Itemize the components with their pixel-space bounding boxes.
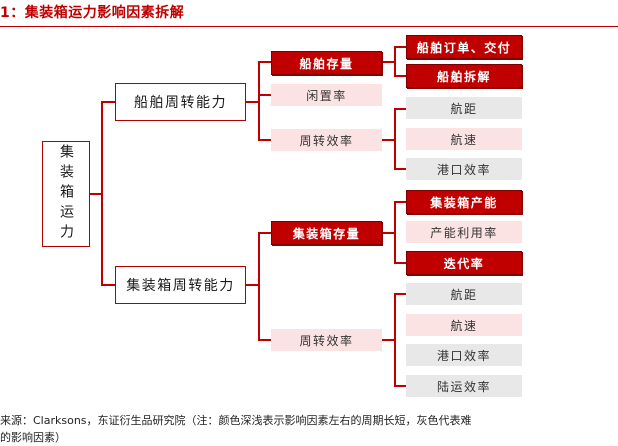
connector-line: [394, 46, 406, 48]
node-sailing-speed: 航速: [406, 128, 522, 150]
connector-line: [382, 232, 395, 234]
node-capacity-utilization: 产能利用率: [406, 221, 522, 243]
node-idle-rate: 闲置率: [271, 84, 382, 106]
node-ship-orders-delivery: 船舶订单、交付: [406, 35, 522, 59]
connector-line: [394, 168, 406, 170]
node-route-distance-2: 航距: [406, 283, 522, 305]
connector-line: [394, 262, 406, 264]
node-land-transport-efficiency: 陆运效率: [406, 375, 522, 397]
node-ship-stock: 船舶存量: [271, 51, 382, 75]
connector-line: [382, 339, 395, 341]
connector-line: [258, 139, 271, 141]
node-container-stock: 集装箱存量: [271, 221, 382, 245]
node-ship-scrapping: 船舶拆解: [406, 64, 522, 88]
connector-line: [394, 293, 406, 295]
node-turnover-efficiency-2: 周转效率: [271, 329, 382, 351]
connector-line: [382, 61, 395, 63]
connector-line: [394, 108, 406, 110]
node-port-efficiency-2: 港口效率: [406, 344, 522, 366]
connector-line: [394, 46, 396, 76]
connector-line: [246, 284, 259, 286]
connector-line: [394, 108, 396, 170]
connector-line: [101, 101, 103, 286]
branch-container-turnover: 集装箱周转能力: [115, 266, 246, 304]
node-route-distance: 航距: [406, 97, 522, 119]
connector-line: [101, 101, 115, 103]
connector-line: [246, 101, 259, 103]
node-port-efficiency: 港口效率: [406, 158, 522, 180]
title-underline: [0, 26, 618, 27]
root-node: 集装箱运力: [42, 141, 90, 247]
source-note: 来源：Clarksons，东证衍生品研究院（注：颜色深浅表示影响因素左右的周期长…: [0, 412, 618, 446]
connector-line: [394, 201, 396, 264]
connector-line: [258, 232, 260, 341]
branch-ship-turnover: 船舶周转能力: [115, 83, 246, 121]
node-turnover-efficiency: 周转效率: [271, 129, 382, 151]
node-sailing-speed-2: 航速: [406, 314, 522, 336]
connector-line: [394, 385, 406, 387]
node-container-capacity: 集装箱产能: [406, 190, 522, 214]
connector-line: [258, 94, 271, 96]
figure-title: 1：集装箱运力影响因素拆解: [0, 5, 185, 21]
connector-line: [90, 193, 102, 195]
connector-line: [382, 139, 395, 141]
source-line-1: 来源：Clarksons，东证衍生品研究院（注：颜色深浅表示影响因素左右的周期长…: [0, 414, 472, 427]
connector-line: [101, 284, 115, 286]
connector-line: [258, 61, 260, 141]
connector-line: [394, 75, 406, 77]
source-line-2: 的影响因素）: [0, 431, 66, 444]
connector-line: [394, 201, 406, 203]
node-replacement-rate: 迭代率: [406, 251, 522, 275]
connector-line: [394, 293, 396, 387]
connector-line: [258, 61, 271, 63]
connector-line: [258, 339, 271, 341]
connector-line: [258, 232, 271, 234]
